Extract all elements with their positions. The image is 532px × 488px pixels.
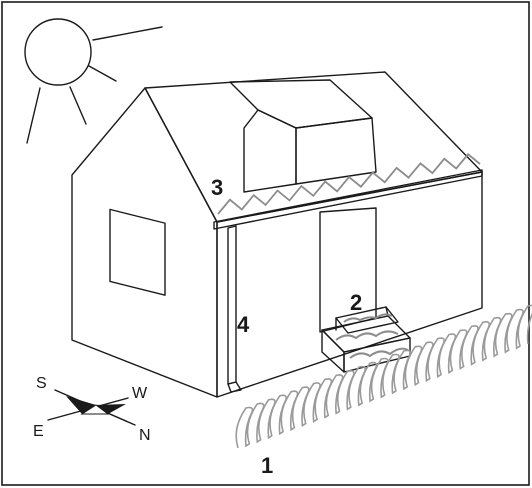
sun-icon [24,18,163,144]
compass-icon: S W E N [33,375,151,444]
downpipe [227,225,237,385]
house-illustration [71,71,483,398]
door [319,207,377,333]
gable-wall [71,87,218,398]
downpipe-outlet [227,381,242,393]
gutter [213,169,483,230]
window [109,208,166,296]
ground-heating-cable [235,304,532,449]
callout-gutter-heating: 3 [211,175,223,200]
step-heating-cable [343,313,393,323]
compass-east: E [33,423,44,440]
compass-north: N [139,427,151,444]
compass-south: S [36,375,47,392]
callout-steps-heating: 2 [350,290,362,315]
roof [144,71,483,223]
dormer [229,79,377,193]
entrance-steps [321,306,411,373]
roof-edge-heating-cable [217,153,481,215]
compass-west: W [132,385,148,402]
callout-downpipe-heating: 4 [237,312,250,337]
front-wall [216,171,483,398]
callout-ground-heating: 1 [261,453,273,478]
